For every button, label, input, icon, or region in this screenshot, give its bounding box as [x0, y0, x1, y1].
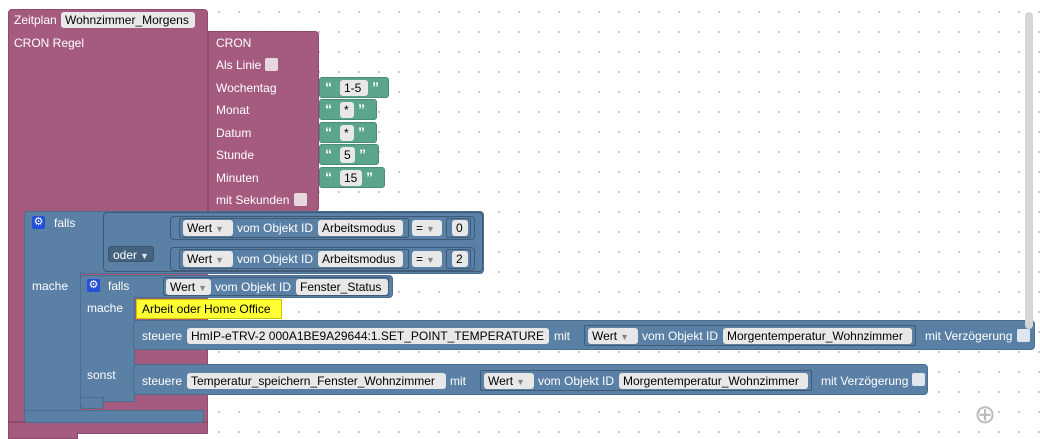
triangle-down-icon: ▼	[620, 332, 630, 342]
object-id-field[interactable]: Arbeitsmodus	[318, 220, 403, 236]
object-id-label: vom Objekt ID	[237, 221, 314, 235]
as-line-label: Als Linie	[216, 58, 262, 72]
quote-close-icon: ”	[358, 124, 365, 140]
object-id-field[interactable]: Morgentemperatur_Wohnzimmer	[723, 328, 912, 344]
object-id-label: vom Objekt ID	[215, 280, 292, 294]
cron-rule-label: CRON Regel	[14, 36, 85, 50]
month-field[interactable]: *	[340, 102, 354, 118]
triangle-down-icon: ▼	[426, 224, 435, 234]
inner-if-footer	[80, 397, 104, 409]
mit-label: mit	[554, 329, 570, 343]
triangle-down-icon: ▼	[215, 224, 225, 234]
value-mode-dropdown[interactable]: Wert▼	[484, 373, 534, 389]
quote-open-icon: “	[325, 101, 332, 117]
with-seconds-checkbox[interactable]	[294, 193, 307, 206]
gear-icon[interactable]: ⚙	[87, 279, 100, 292]
delay-label: mit Verzögerung	[925, 329, 1013, 343]
schedule-name-field[interactable]: Wohnzimmer_Morgens	[61, 12, 195, 28]
triangle-down-icon: ▼	[215, 255, 225, 265]
as-line-checkbox[interactable]	[265, 58, 278, 71]
object-id-label: vom Objekt ID	[237, 252, 314, 266]
inner-if-body	[80, 296, 135, 402]
value-mode-dropdown[interactable]: Wert▼	[183, 220, 233, 236]
control-target-field[interactable]: HmIP-eTRV-2 000A1BE9A29644:1.SET_POINT_T…	[187, 328, 549, 344]
delay-checkbox[interactable]	[912, 373, 925, 386]
triangle-down-icon: ▼	[426, 255, 435, 265]
inner-sonst-label: sonst	[87, 368, 116, 382]
vertical-scrollbar[interactable]	[1025, 12, 1033, 329]
hour-label: Stunde	[216, 148, 255, 162]
gear-icon[interactable]: ⚙	[32, 216, 45, 229]
triangle-down-icon: ▼	[198, 283, 208, 293]
inner-mache-label: mache	[87, 301, 124, 315]
with-seconds-label: mit Sekunden	[216, 193, 290, 207]
compare-operator-dropdown[interactable]: =▼	[412, 251, 442, 267]
comment-note[interactable]: Arbeit oder Home Office	[136, 299, 282, 319]
schedule-label: Zeitplan	[14, 13, 57, 27]
object-id-label: vom Objekt ID	[538, 374, 615, 388]
object-id-field[interactable]: Arbeitsmodus	[318, 251, 403, 267]
minute-label: Minuten	[216, 171, 259, 185]
number-field[interactable]: 2	[452, 251, 468, 267]
quote-close-icon: ”	[372, 79, 379, 95]
steuere-label: steuere	[142, 329, 183, 343]
quote-open-icon: “	[325, 146, 332, 162]
cron-label: CRON	[216, 36, 252, 50]
triangle-down-icon: ▼	[140, 251, 149, 261]
value-mode-dropdown[interactable]: Wert▼	[166, 279, 211, 295]
quote-close-icon: ”	[358, 101, 365, 117]
month-label: Monat	[216, 103, 250, 117]
steuere-label: steuere	[142, 374, 183, 388]
compare-operator-dropdown[interactable]: =▼	[412, 220, 442, 236]
quote-open-icon: “	[325, 79, 332, 95]
quote-close-icon: ”	[366, 169, 373, 185]
date-label: Datum	[216, 126, 252, 140]
quote-close-icon: ”	[359, 146, 366, 162]
quote-open-icon: “	[325, 124, 332, 140]
value-mode-dropdown[interactable]: Wert▼	[183, 251, 233, 267]
weekday-label: Wochentag	[216, 81, 277, 95]
delay-label: mit Verzögerung	[821, 374, 909, 388]
date-field[interactable]: *	[340, 125, 354, 141]
inner-falls-label: falls	[108, 279, 130, 293]
outer-mache-label: mache	[32, 279, 69, 293]
object-id-label: vom Objekt ID	[642, 329, 719, 343]
number-field[interactable]: 0	[452, 220, 468, 236]
outer-if-body	[24, 272, 81, 412]
weekday-field[interactable]: 1-5	[340, 80, 368, 96]
delay-checkbox[interactable]	[1017, 329, 1030, 342]
minute-field[interactable]: 15	[340, 170, 362, 186]
hour-field[interactable]: 5	[340, 147, 355, 163]
outer-if-footer	[24, 410, 204, 423]
or-operator-dropdown[interactable]: oder▼	[108, 246, 154, 262]
control-target-field[interactable]: Temperatur_speichern_Fenster_Wohnzimmer	[187, 373, 446, 389]
mit-label: mit	[450, 374, 466, 388]
schedule-block-tail	[8, 432, 78, 439]
crosshair-icon[interactable]: ⊕	[974, 399, 996, 429]
quote-open-icon: “	[325, 169, 332, 185]
value-mode-dropdown[interactable]: Wert▼	[588, 328, 638, 344]
object-id-field[interactable]: Morgentemperatur_Wohnzimmer	[619, 373, 808, 389]
object-id-field[interactable]: Fenster_Status	[296, 279, 388, 295]
triangle-down-icon: ▼	[516, 377, 526, 387]
outer-falls-label: falls	[54, 216, 76, 230]
